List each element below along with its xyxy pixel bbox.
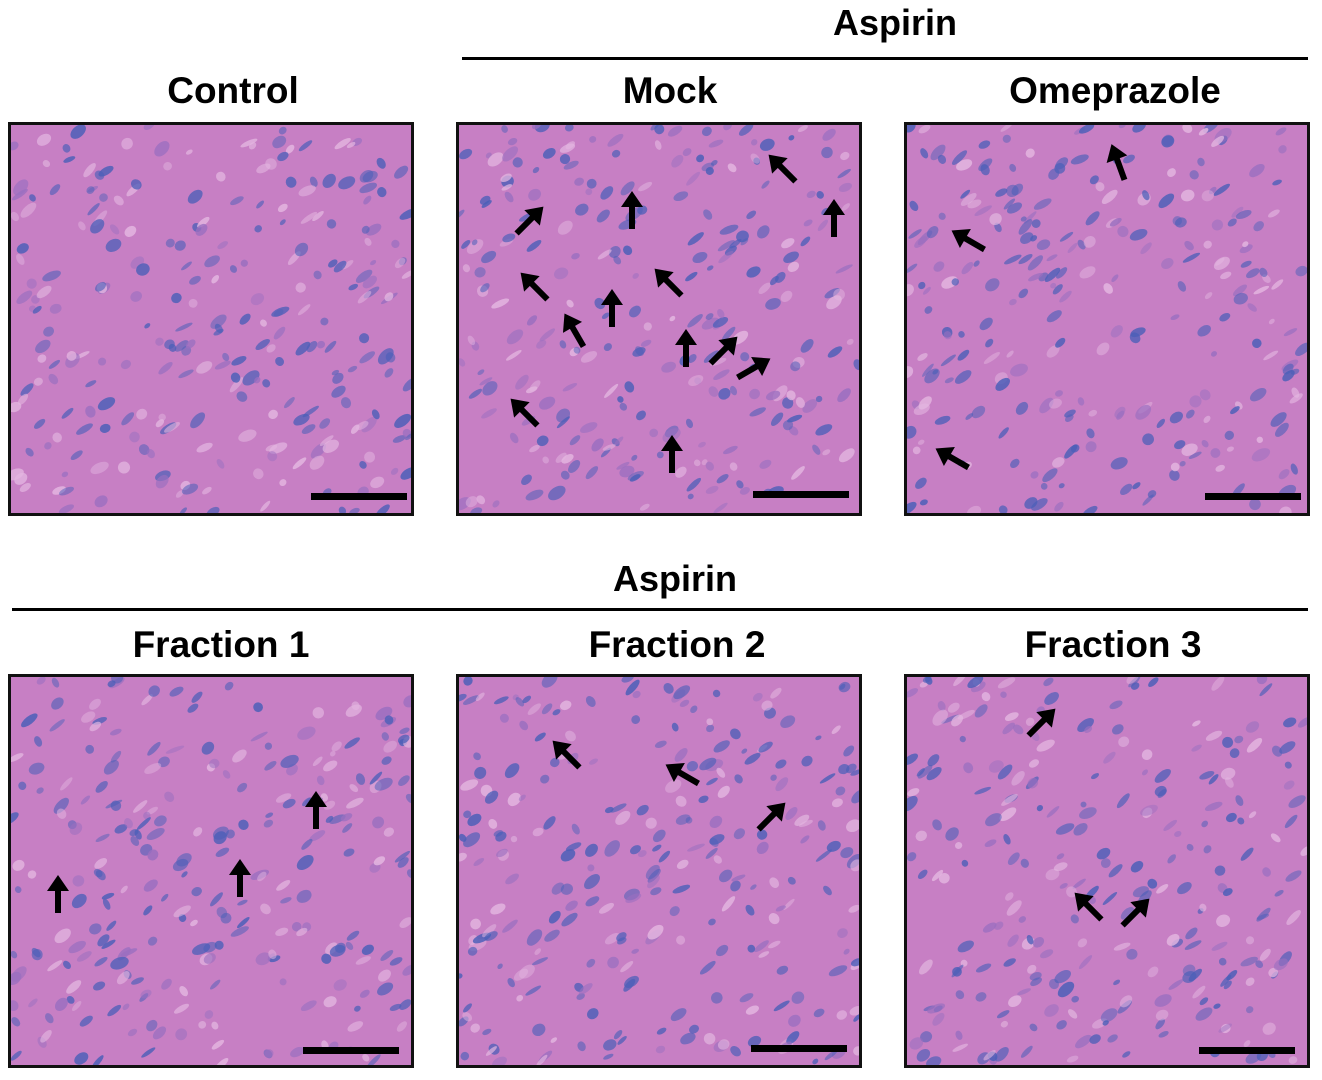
panel-title-mock: Mock (622, 70, 718, 111)
micrograph-fraction-1 (8, 674, 414, 1068)
lesion-arrow-icon (951, 228, 986, 253)
tissue-texture (907, 677, 1307, 1065)
micrograph-mock (456, 122, 862, 516)
tissue-texture (459, 125, 859, 513)
lesion-arrow-icon (514, 206, 544, 236)
lesion-arrow-icon (661, 435, 683, 473)
panel-title-omeprazole: Omeprazole (1009, 70, 1221, 111)
top-group-rule (462, 57, 1308, 60)
lesion-arrow-icon (768, 154, 798, 184)
micrograph-fraction-2 (456, 674, 862, 1068)
lesion-arrow-icon (621, 191, 643, 229)
tissue-texture (907, 125, 1307, 513)
lesion-arrow-icon (756, 802, 786, 832)
micrograph-control (8, 122, 414, 516)
lesion-arrow-icon (675, 329, 697, 367)
tissue-texture (11, 677, 411, 1065)
micrograph-omeprazole (904, 122, 1310, 516)
tissue-texture (459, 677, 859, 1065)
panel-title-fraction-1: Fraction 1 (132, 624, 310, 665)
panel-title-fraction-2: Fraction 2 (588, 624, 766, 665)
lesion-arrow-icon (520, 272, 550, 302)
top-group-title: Aspirin (832, 2, 957, 43)
lesion-arrow-icon (552, 740, 582, 770)
lesion-arrow-icon (736, 356, 771, 381)
lesion-arrow-icon (1106, 144, 1128, 181)
lesion-arrow-icon (229, 859, 251, 897)
scale-bar (311, 493, 407, 500)
lesion-arrow-icon (1026, 708, 1056, 738)
lesion-arrow-icon (823, 199, 845, 237)
scale-bar (1205, 493, 1301, 500)
lesion-arrow-icon (510, 398, 540, 428)
lesion-arrow-icon (47, 875, 69, 913)
scale-bar (751, 1045, 847, 1052)
bottom-group-title: Aspirin (612, 558, 737, 599)
scale-bar (303, 1047, 399, 1054)
lesion-arrow-icon (708, 336, 738, 366)
micrograph-fraction-3 (904, 674, 1310, 1068)
lesion-arrow-icon (1074, 892, 1104, 922)
lesion-arrow-icon (935, 446, 970, 471)
panel-title-control: Control (167, 70, 299, 111)
lesion-arrow-icon (601, 289, 623, 327)
scale-bar (753, 491, 849, 498)
scale-bar (1199, 1047, 1295, 1054)
lesion-arrow-icon (665, 762, 700, 787)
lesion-arrow-icon (1120, 898, 1150, 928)
lesion-arrow-icon (305, 791, 327, 829)
lesion-arrow-icon (654, 268, 684, 298)
tissue-texture (11, 125, 411, 513)
panel-title-fraction-3: Fraction 3 (1024, 624, 1202, 665)
bottom-group-rule (12, 608, 1308, 611)
lesion-arrow-icon (562, 313, 587, 348)
